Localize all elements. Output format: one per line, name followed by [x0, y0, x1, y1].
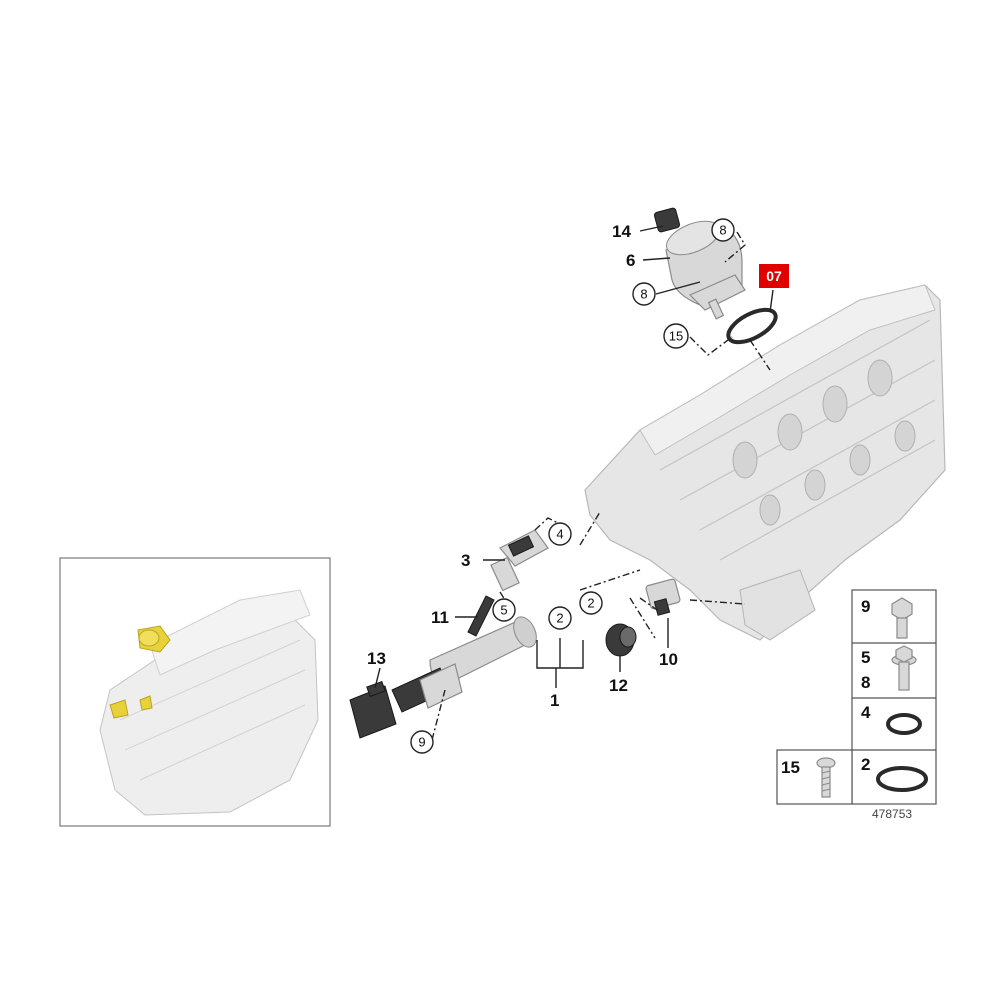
svg-text:15: 15	[669, 329, 683, 344]
legend-label-15: 15	[781, 758, 800, 777]
callout-5-circle: 5	[492, 598, 516, 622]
connector-13	[349, 680, 397, 739]
callout-8-bottom: 8	[632, 282, 656, 306]
svg-text:2: 2	[587, 596, 594, 611]
leader-lines	[374, 225, 774, 741]
cylinder-head	[584, 284, 946, 641]
callout-12: 12	[609, 676, 628, 695]
engine-overview-inset	[59, 557, 331, 827]
legend-label-9: 9	[861, 597, 870, 616]
hex-bolt-icon	[891, 597, 913, 639]
callout-14: 14	[612, 222, 631, 241]
solenoid-valve-1	[391, 616, 537, 713]
screw-icon	[816, 757, 836, 798]
callout-8-top: 8	[711, 218, 735, 242]
o-ring-large-icon	[876, 766, 928, 792]
flange-bolt-icon	[891, 645, 917, 691]
svg-text:2: 2	[556, 611, 563, 626]
callout-2-left: 2	[548, 606, 572, 630]
legend-label-4: 4	[861, 703, 871, 722]
diagram-reference-number: 478753	[872, 807, 912, 821]
callout-1: 1	[550, 691, 559, 710]
sensor-3	[490, 529, 549, 592]
legend-label-2: 2	[861, 755, 870, 774]
callout-2-right: 2	[579, 591, 603, 615]
legend-label-8: 8	[861, 673, 870, 692]
o-ring-small-icon	[886, 713, 922, 735]
callout-15-circle: 15	[663, 323, 689, 349]
svg-text:8: 8	[719, 223, 726, 238]
callout-10: 10	[659, 650, 678, 669]
callout-13: 13	[367, 649, 386, 668]
callout-3: 3	[461, 551, 470, 570]
svg-text:8: 8	[640, 287, 647, 302]
svg-text:9: 9	[418, 735, 425, 750]
small-parts-legend: 9 5 8 4 2 15	[776, 589, 937, 805]
svg-text:4: 4	[556, 527, 563, 542]
pin-11	[467, 595, 495, 637]
new-part-badge: 07	[759, 264, 789, 288]
plug-12	[605, 623, 637, 657]
callout-6: 6	[626, 251, 635, 270]
callout-4-circle: 4	[548, 522, 572, 546]
callout-9-circle: 9	[410, 730, 434, 754]
callout-11: 11	[431, 608, 449, 627]
legend-label-5: 5	[861, 648, 870, 667]
svg-text:07: 07	[766, 268, 782, 284]
sensor-10	[645, 578, 681, 616]
svg-text:5: 5	[500, 603, 507, 618]
actuator-motor	[653, 207, 778, 345]
